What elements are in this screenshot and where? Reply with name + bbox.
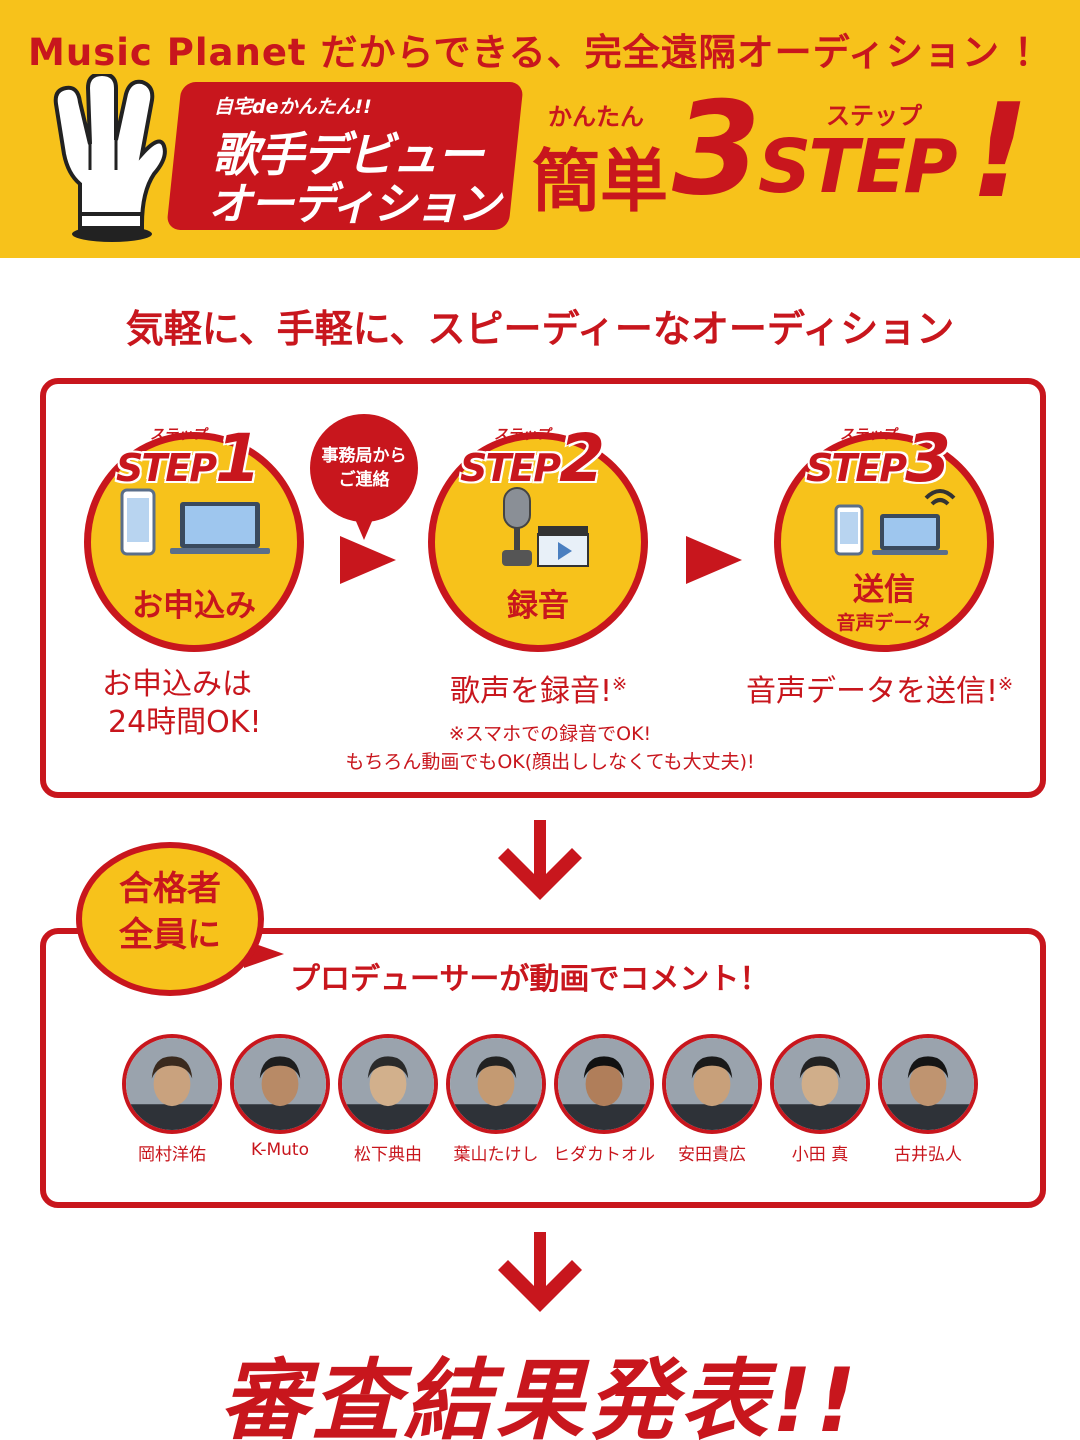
step3-desc: 音声データを送信!※ (746, 666, 1013, 711)
step3-word: STEP (806, 446, 907, 490)
step1-number: 1 (215, 420, 262, 497)
note-line2: もちろん動画でもOK(顔出ししなくても大丈夫)! (345, 751, 755, 773)
producers-title: プロデューサーが動画でコメント！ (290, 962, 770, 997)
passers-line2: 全員に (119, 915, 221, 955)
exclamation-mark: ! (970, 75, 1030, 227)
kantan-text: 簡単 (532, 143, 669, 222)
producer-name: 小田 真 (791, 1145, 849, 1165)
producer-name: K-Muto (250, 1140, 309, 1160)
subtitle: 気軽に、手軽に、スピーディーなオーディション (125, 307, 955, 351)
phone-laptop-icon (120, 488, 270, 556)
step2-ruby: ステップ (494, 427, 550, 443)
step3-ruby: ステップ (840, 427, 896, 443)
bubble-line2: ご連絡 (338, 470, 390, 490)
phone-laptop-wifi-icon (834, 489, 956, 556)
step2-desc-line1: 歌声を録音! (450, 674, 613, 709)
producer-avatar (554, 1034, 654, 1134)
producer-name: 安田貴広 (678, 1145, 746, 1165)
badge-line2: オーディション (208, 179, 501, 230)
kantan-ruby: かんたん (548, 103, 644, 131)
arrow-right-icon (340, 536, 396, 584)
step-ruby: ステップ (826, 102, 922, 130)
step1-word: STEP (116, 446, 217, 490)
producer-name: ヒダカトオル (553, 1145, 655, 1165)
producer-avatar (122, 1034, 222, 1134)
bubble-line1: 事務局から (321, 446, 407, 466)
step3-tag: STEP3 (806, 420, 951, 497)
microphone-clapper-icon (502, 487, 589, 567)
passers-badge (76, 842, 264, 996)
step2-number: 2 (559, 420, 606, 497)
producer-avatar (662, 1034, 762, 1134)
steps-box (40, 378, 1046, 798)
person-photo-icon (882, 1038, 974, 1130)
step3-number: 3 (905, 420, 952, 497)
note-line1: ※スマホでの録音でOK! (448, 723, 652, 745)
office-contact-bubble: 事務局から ご連絡 (310, 414, 418, 522)
three-fingers-hand-icon (53, 74, 167, 242)
result-announcement: 審査結果発表!! (219, 1349, 861, 1440)
person-photo-icon (126, 1038, 218, 1130)
step1-desc-line2: 24時間OK! (108, 705, 262, 740)
step3-desc-mark: ※ (998, 674, 1014, 695)
step3-sub: 音声データ (836, 612, 932, 634)
person-photo-icon (342, 1038, 434, 1130)
arrow-right-icon (686, 536, 742, 584)
producer-avatar (230, 1034, 330, 1134)
recording-note: ※スマホでの録音でOK! もちろん動画でもOK(顔出ししなくても大丈夫)! (280, 720, 820, 776)
producer-name: 古井弘人 (894, 1145, 962, 1165)
producer-avatar (338, 1034, 438, 1134)
person-photo-icon (666, 1038, 758, 1130)
producer-avatar (770, 1034, 870, 1134)
producer-avatar (446, 1034, 546, 1134)
step1-label: お申込み (132, 588, 256, 624)
step1-desc-line1: お申込みは (102, 667, 252, 702)
passers-line1: 合格者 (119, 869, 221, 909)
person-photo-icon (774, 1038, 866, 1130)
badge-small-text: 自宅deかんたん!! (214, 96, 372, 118)
step-word: STEP (758, 124, 958, 210)
person-photo-icon (558, 1038, 650, 1130)
step1-desc: お申込みは 24時間OK! (102, 666, 262, 742)
step3-label: 送信 (853, 572, 915, 608)
passers-badge-text: 合格者 全員に (76, 866, 264, 958)
producer-name: 松下典由 (354, 1145, 422, 1165)
person-photo-icon (234, 1038, 326, 1130)
badge-line1: 歌手デビュー (212, 128, 484, 183)
step2-desc: 歌声を録音!※ (450, 666, 627, 711)
step1-tag: STEP1 (116, 420, 261, 497)
step1-ruby: ステップ (150, 427, 206, 443)
arrow-down-icon (498, 820, 582, 900)
producer-avatar (878, 1034, 978, 1134)
step2-label: 録音 (507, 588, 569, 624)
step2-tag: STEP2 (460, 420, 605, 497)
producer-name: 岡村洋佑 (138, 1145, 206, 1165)
step2-word: STEP (460, 446, 561, 490)
arrow-down-icon (498, 1232, 582, 1312)
three-number: 3 (672, 75, 762, 224)
producer-name: 葉山たけし (453, 1145, 539, 1165)
hero-title: Music Planet だからできる、完全遠隔オーディション ！ (28, 31, 1052, 74)
person-photo-icon (450, 1038, 542, 1130)
bubble-tail (352, 512, 376, 540)
step3-desc-line1: 音声データを送信! (746, 674, 999, 709)
step2-desc-mark: ※ (612, 674, 628, 695)
